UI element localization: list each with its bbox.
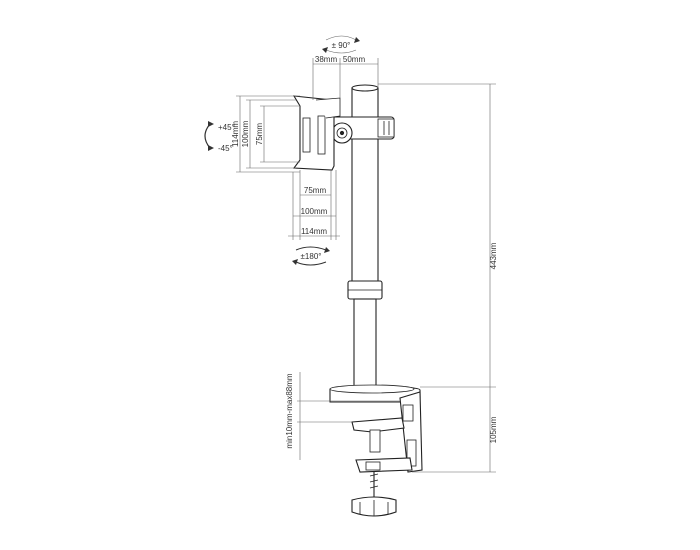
tilt-arrow-icon bbox=[204, 121, 214, 151]
swivel-label: ± 90° bbox=[332, 41, 351, 50]
swivel-arrow-icon bbox=[322, 35, 360, 54]
lower-pole bbox=[353, 298, 377, 390]
vesa-114-horizontal-label: 114mm bbox=[301, 227, 327, 236]
tilt-down-label: -45° bbox=[218, 144, 233, 153]
vesa-100-horizontal-label: 100mm bbox=[301, 207, 328, 216]
rotation-label: ±180° bbox=[301, 252, 322, 261]
vesa-114-vertical-label: 114mm bbox=[231, 121, 240, 147]
upper-jaw bbox=[351, 417, 405, 433]
vesa-slot-right bbox=[317, 115, 326, 155]
lower-jaw bbox=[355, 457, 413, 473]
vesa-bracket bbox=[315, 97, 341, 119]
desk-clamp bbox=[329, 384, 423, 517]
vesa-75-horizontal-label: 75mm bbox=[304, 186, 327, 195]
height-443-label: 443mm bbox=[489, 242, 498, 269]
vesa-slot-left bbox=[302, 117, 311, 153]
vesa-100-vertical-label: 100mm bbox=[241, 120, 250, 147]
arm-clamp bbox=[377, 118, 395, 138]
tilt-up-label: +45° bbox=[218, 123, 235, 132]
pole-top-cap bbox=[351, 84, 379, 92]
height-105-label: 105mm bbox=[489, 416, 498, 443]
rotation-arrow-icon bbox=[292, 246, 330, 266]
dimension-lines bbox=[236, 58, 496, 473]
dist-50-label: 50mm bbox=[343, 55, 366, 64]
vesa-75-vertical-label: 75mm bbox=[255, 123, 264, 146]
mount-head bbox=[292, 95, 395, 171]
clamp-range-label: min10mm-max88mm bbox=[285, 373, 294, 448]
dist-38-label: 38mm bbox=[315, 55, 338, 64]
